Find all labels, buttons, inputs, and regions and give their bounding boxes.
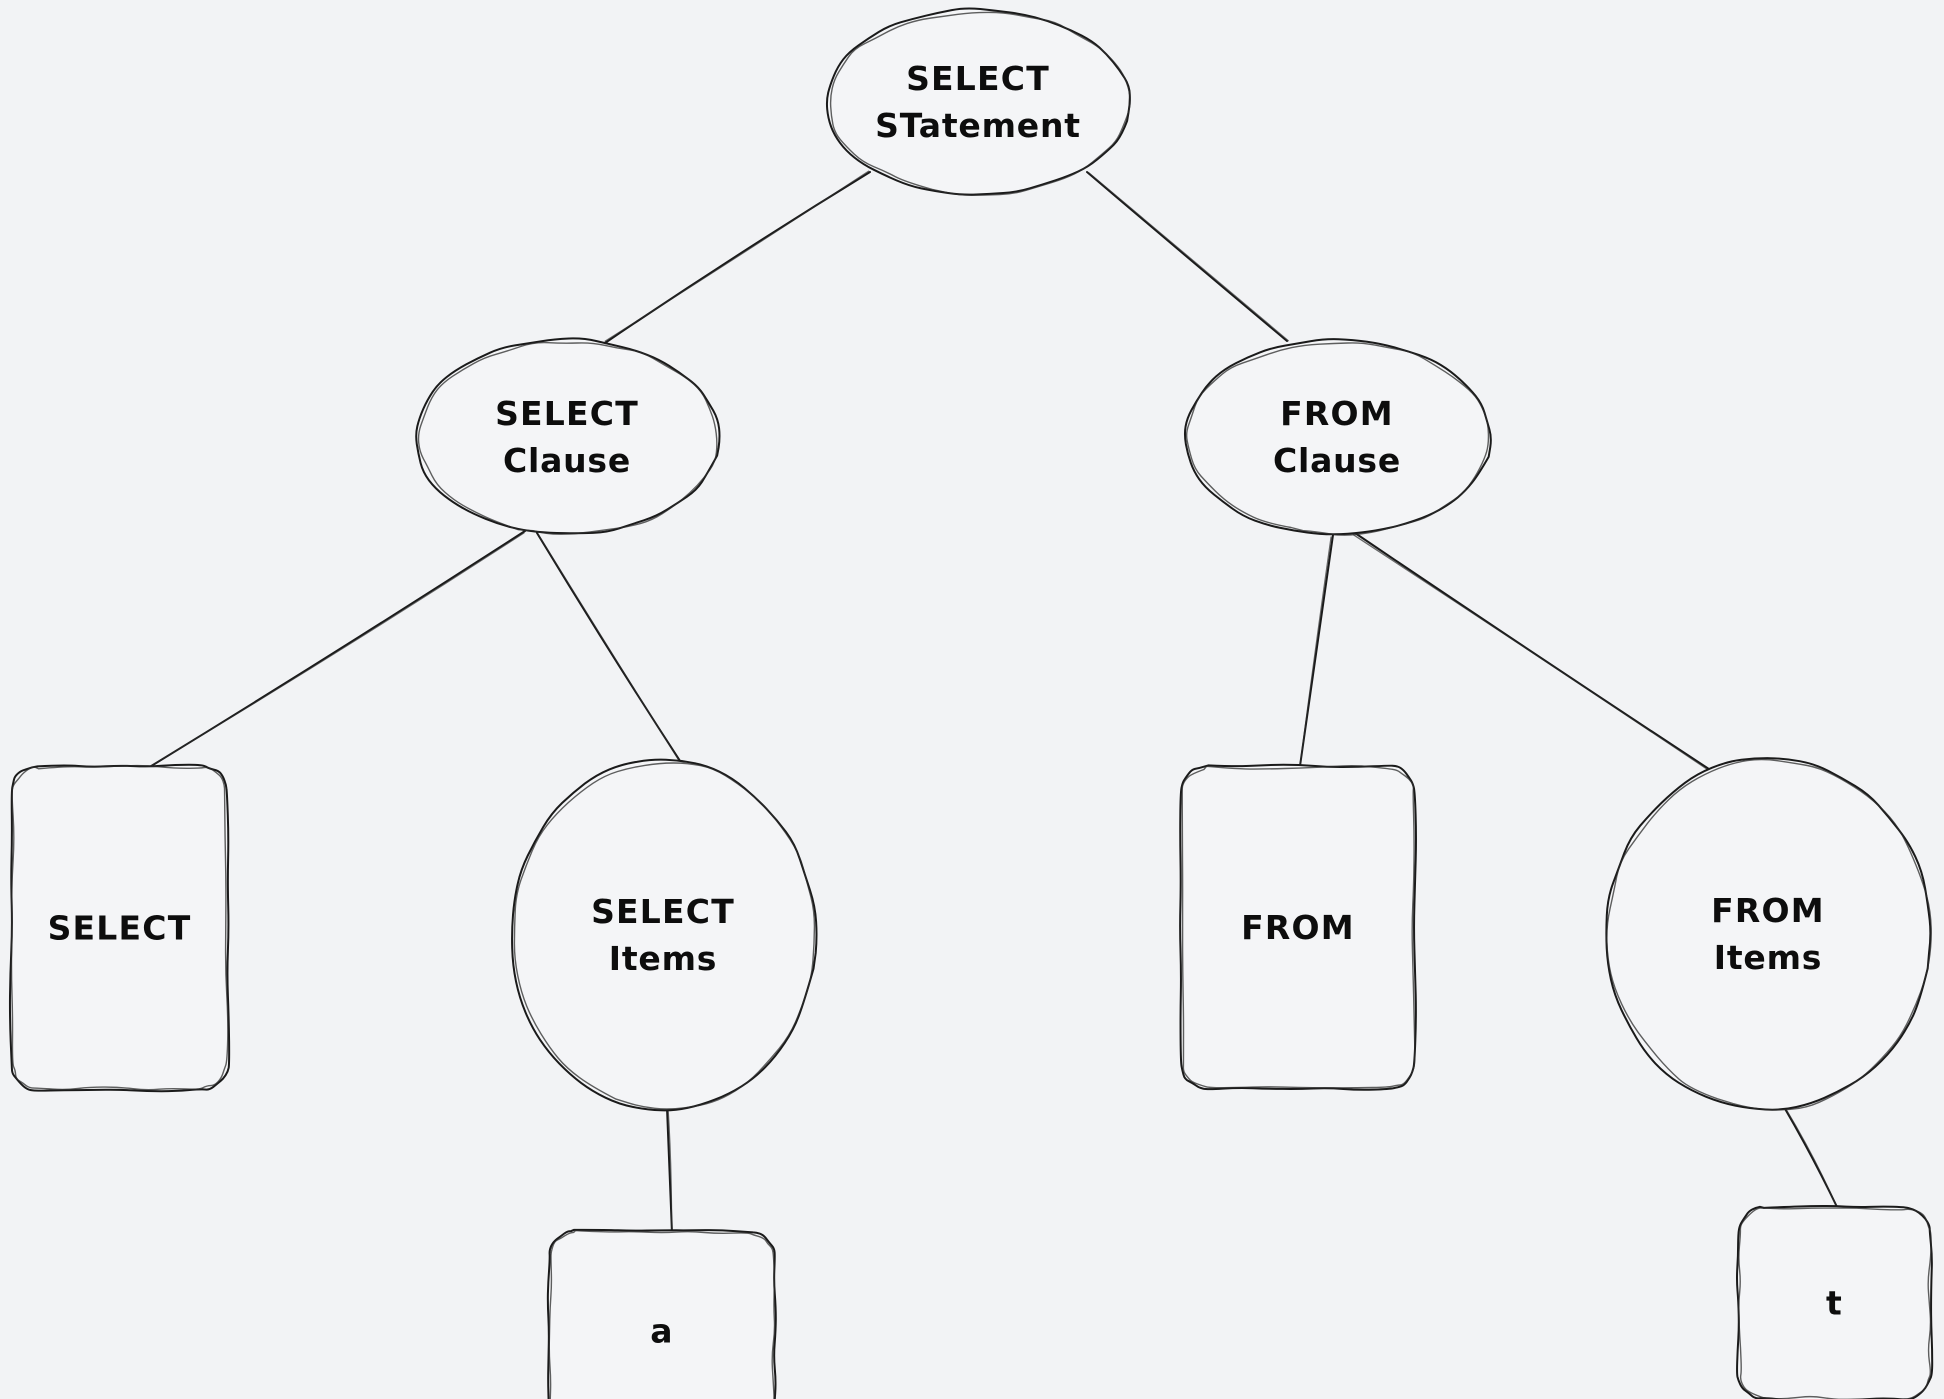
node-select-terminal[interactable]: SELECT xyxy=(8,763,231,1093)
node-label-line-1: SELECT xyxy=(495,394,639,433)
node-select-value-a[interactable]: a xyxy=(546,1228,777,1399)
node-label-line-1: SELECT xyxy=(591,892,735,931)
node-label-line-2: Clause xyxy=(503,441,631,480)
edge-stroke-ghost xyxy=(537,533,682,765)
node-ellipse-outline xyxy=(1605,757,1932,1111)
node-from-terminal[interactable]: FROM xyxy=(1179,763,1417,1091)
node-label-line-1: FROM xyxy=(1280,394,1394,433)
edge-stroke xyxy=(604,171,871,344)
node-rect-outline-ghost xyxy=(548,1229,776,1399)
node-label-line-1: t xyxy=(1826,1284,1843,1323)
edge-stroke-ghost xyxy=(1299,536,1332,767)
node-ellipse-outline-ghost xyxy=(829,11,1131,196)
edges-layer xyxy=(147,170,1839,1234)
edge-stroke-ghost xyxy=(604,170,870,342)
edge-from-clause-to-from-items xyxy=(1352,532,1716,776)
edge-stroke xyxy=(1354,532,1716,774)
node-label-line-1: SELECT xyxy=(48,909,192,948)
node-label-line-1: a xyxy=(650,1312,673,1351)
node-from-value-t[interactable]: t xyxy=(1736,1204,1934,1399)
edge-stroke-ghost xyxy=(1784,1107,1839,1210)
node-ellipse-outline xyxy=(415,337,721,535)
node-rect-outline-ghost xyxy=(1738,1207,1932,1399)
edge-select-clause-to-select xyxy=(147,530,526,769)
node-label-line-1: FROM xyxy=(1711,891,1825,930)
edge-stroke-ghost xyxy=(667,1108,673,1232)
edge-root-to-from-clause xyxy=(1086,171,1289,342)
node-rect-outline-ghost xyxy=(10,764,229,1091)
edge-root-to-select-clause xyxy=(604,170,871,344)
node-ellipse-outline-ghost xyxy=(513,762,816,1110)
node-select-statement[interactable]: SELECT STatement xyxy=(825,7,1131,196)
edge-select-clause-to-select-items xyxy=(536,532,683,765)
edge-stroke xyxy=(1783,1106,1839,1210)
node-from-clause[interactable]: FROM Clause xyxy=(1183,338,1492,536)
node-ellipse-outline-ghost xyxy=(1185,342,1490,536)
node-ellipse-outline xyxy=(825,7,1131,196)
node-label-line-2: STatement xyxy=(875,106,1081,145)
node-label-line-1: FROM xyxy=(1241,908,1355,947)
edge-stroke-ghost xyxy=(1088,172,1289,342)
node-ellipse-outline-ghost xyxy=(417,341,718,535)
node-select-items[interactable]: SELECT Items xyxy=(511,758,818,1112)
edge-from-items-to-t xyxy=(1783,1106,1839,1210)
edge-select-items-to-a xyxy=(666,1107,673,1234)
nodes-layer: SELECTSTatementSELECTClauseFROMClauseSEL… xyxy=(8,7,1934,1399)
edge-stroke xyxy=(1086,171,1288,342)
node-ellipse-outline xyxy=(1183,338,1492,536)
edge-stroke xyxy=(147,530,526,769)
edge-stroke-ghost xyxy=(148,532,525,768)
node-label-line-2: Items xyxy=(609,939,717,978)
node-ellipse-outline-ghost xyxy=(1606,758,1932,1111)
node-rect-outline-ghost xyxy=(1181,765,1416,1089)
node-label-line-2: Clause xyxy=(1273,441,1401,480)
edge-from-clause-to-from xyxy=(1299,534,1334,767)
node-rect-outline xyxy=(1179,763,1417,1091)
node-from-items[interactable]: FROM Items xyxy=(1605,757,1932,1111)
node-label-line-1: SELECT xyxy=(906,59,1050,98)
node-label-line-2: Items xyxy=(1714,938,1822,977)
node-rect-outline xyxy=(546,1228,777,1399)
node-select-clause[interactable]: SELECT Clause xyxy=(415,337,721,535)
edge-stroke-ghost xyxy=(1352,534,1716,776)
